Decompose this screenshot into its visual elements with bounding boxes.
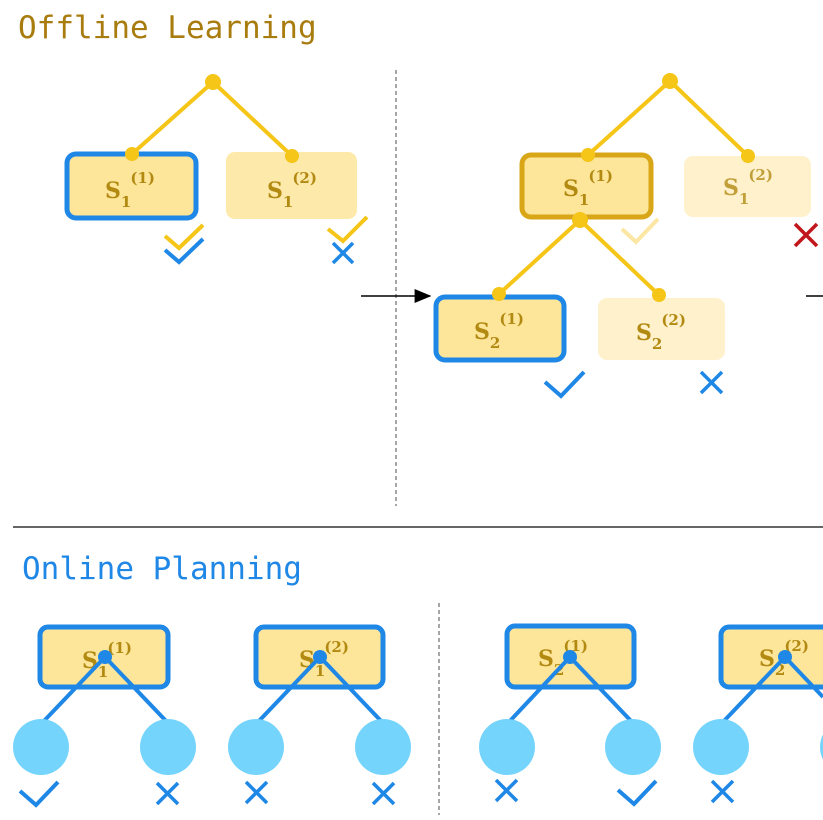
leaf-node (820, 734, 823, 760)
online-tree-s1-2: S1(2) (228, 624, 411, 806)
tree-edge (783, 655, 823, 699)
node-label: S1(2) (299, 638, 349, 680)
node-s2-2 (598, 298, 725, 360)
node-label: S1(2) (267, 169, 317, 211)
leaf-node (228, 719, 284, 775)
node-label: S2(2) (636, 311, 686, 353)
check-icon (18, 780, 60, 808)
tree-joint (492, 287, 506, 301)
root-node (662, 73, 678, 89)
leaf-node (13, 719, 69, 775)
check-icon (163, 223, 205, 251)
tree-edge (103, 655, 169, 724)
leaf-node (605, 719, 661, 775)
cross-icon (331, 241, 355, 265)
leaf-node (479, 719, 535, 775)
offline-learning-title: Offline Learning (18, 10, 317, 46)
tree-edge (318, 655, 384, 724)
cross-icon (155, 781, 180, 806)
tree-edge (41, 655, 107, 724)
online-tree-s2-2: S2(2) (693, 624, 823, 804)
tree-joint (572, 212, 588, 228)
check-icon (616, 779, 658, 807)
tree-edge (578, 218, 661, 297)
cross-icon (710, 779, 735, 804)
tree-joint (652, 288, 666, 302)
tree-joint (563, 650, 577, 664)
online-tree-s2-1: S2(1) (479, 623, 661, 807)
cross-icon (244, 780, 269, 805)
tree-edge (668, 79, 750, 158)
check-icon (620, 217, 660, 245)
tree-joint (98, 650, 112, 664)
node-s1-2-pruned (684, 156, 811, 217)
tree-joint (778, 650, 792, 664)
node-label: S2(2) (759, 637, 809, 679)
tree-edge (568, 655, 634, 724)
tree-joint (125, 147, 139, 161)
cross-icon (494, 778, 519, 803)
offline-tree-right: S1(1) S1(2) S2(1) S2(2) (433, 73, 819, 399)
node-label: S2(1) (474, 310, 524, 352)
online-tree-s1-1: S1(1) (13, 624, 196, 808)
tree-edge (586, 79, 672, 157)
tree-edge (497, 218, 582, 296)
tree-edge (721, 655, 787, 724)
cross-icon (371, 781, 396, 806)
node-label: S1(2) (723, 166, 773, 208)
tree-joint (313, 650, 327, 664)
check-icon (326, 215, 369, 244)
tree-joint (581, 148, 595, 162)
check-icon (543, 370, 586, 399)
cross-icon (699, 370, 724, 395)
root-node (205, 74, 221, 90)
node-label: S1(1) (105, 169, 155, 211)
node-s1-2 (226, 152, 357, 219)
node-label: S1(1) (563, 167, 613, 209)
tree-edge (507, 655, 572, 724)
check-icon (163, 237, 205, 265)
leaf-node (140, 719, 196, 775)
leaf-node (355, 719, 411, 775)
tree-edge (256, 655, 322, 724)
tree-joint (741, 149, 755, 163)
online-planning-title: Online Planning (22, 551, 302, 587)
tree-edge (211, 80, 294, 158)
offline-tree-left: S1(1) S1(2) (64, 74, 369, 265)
leaf-node (693, 719, 749, 775)
tree-edge (130, 80, 215, 156)
cross-icon (793, 222, 819, 248)
tree-joint (285, 149, 299, 163)
